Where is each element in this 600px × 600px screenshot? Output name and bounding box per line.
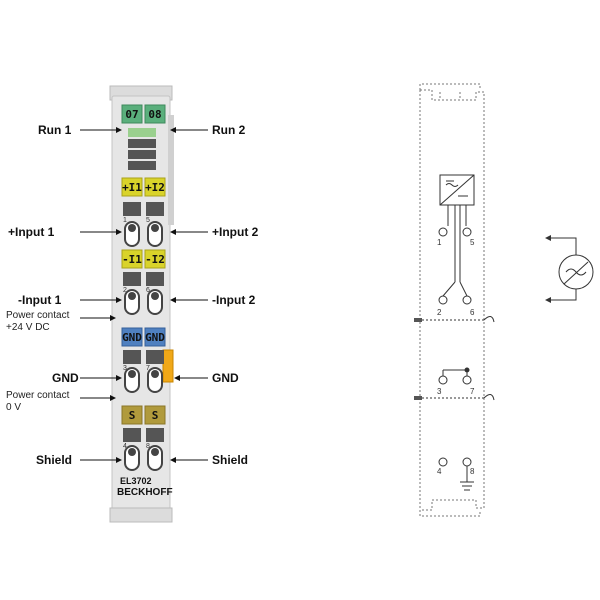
label-gnd-1 [121, 327, 143, 347]
plus-i2-text: +I2 [145, 181, 165, 194]
contact-pin-2 [123, 272, 141, 315]
bottom-clip [109, 507, 173, 523]
differential-input-symbol-icon [545, 235, 594, 303]
minus-i2-text: -I2 [145, 253, 165, 266]
status-slot [128, 161, 156, 170]
contact-pin-3 [123, 350, 141, 393]
schematic-pin-number: 8 [470, 467, 475, 476]
pin-number: 8 [146, 443, 150, 450]
pin-number: 1 [123, 217, 127, 224]
pin-number: 6 [146, 287, 150, 294]
label-gnd-right: GND [212, 371, 239, 385]
label-minus-i2 [144, 249, 166, 269]
schematic-pin-number: 7 [470, 387, 475, 396]
label-plus-input-1: +Input 1 [8, 225, 55, 239]
contact-pin-5 [146, 202, 164, 247]
led-08 [144, 104, 166, 124]
label-minus-input-2: -Input 2 [212, 293, 256, 307]
label-power-contact-24v: Power contact [6, 310, 70, 321]
schematic-pin-number: 2 [437, 308, 442, 317]
left-callouts [80, 127, 122, 463]
label-gnd-2 [144, 327, 166, 347]
led-07-label: 07 [125, 108, 138, 121]
pin-number: 4 [123, 443, 127, 450]
plus-i1-text: +I1 [122, 181, 142, 194]
schematic-pin-number: 4 [437, 467, 442, 476]
schematic-pin-number: 1 [437, 238, 442, 247]
label-plus-input-2: +Input 2 [212, 225, 259, 239]
label-power-0v: 0 V [6, 402, 21, 413]
pin-number: 2 [123, 287, 127, 294]
label-minus-input-1: -Input 1 [18, 293, 62, 307]
pin-number: 3 [123, 365, 127, 372]
label-gnd-left: GND [52, 371, 79, 385]
status-slot [128, 139, 156, 148]
status-led-slot [128, 128, 156, 137]
label-minus-i1 [121, 249, 143, 269]
contact-pin-7 [146, 350, 164, 393]
contact-pin-8 [146, 428, 164, 471]
brand-logo: BECKHOFF [117, 487, 173, 498]
power-contact-marker [162, 349, 174, 383]
s1-text: S [129, 409, 136, 422]
label-run-2: Run 2 [212, 123, 246, 137]
pin-number: 5 [146, 217, 150, 224]
side-rib [168, 115, 174, 225]
label-power-24v-dc: +24 V DC [6, 322, 50, 333]
label-plus-i2 [144, 177, 166, 197]
schematic-pin-number: 5 [470, 238, 475, 247]
terminal-module: 07 08 +I1 +I2 1 5 -I1 -I2 [109, 85, 174, 523]
label-run-1: Run 1 [38, 123, 72, 137]
contact-pin-4 [123, 428, 141, 471]
schematic-pin-number: 6 [470, 308, 475, 317]
minus-i1-text: -I1 [122, 253, 142, 266]
status-slot [128, 150, 156, 159]
gnd1-text: GND [122, 331, 142, 344]
gnd2-text: GND [145, 331, 165, 344]
s2-text: S [152, 409, 159, 422]
schematic-outline [419, 83, 485, 517]
led-08-label: 08 [148, 108, 161, 121]
schematic-pin-number: 3 [437, 387, 442, 396]
led-07 [121, 104, 143, 124]
right-callouts [170, 127, 208, 463]
label-plus-i1 [121, 177, 143, 197]
schematic-wiring [414, 205, 495, 491]
model-number: EL3702 [120, 476, 152, 486]
label-power-contact-0v: Power contact [6, 390, 70, 401]
label-shield-2 [144, 405, 166, 425]
converter-block [439, 174, 475, 226]
label-shield-left: Shield [36, 453, 72, 467]
label-shield-right: Shield [212, 453, 248, 467]
contact-pin-1 [123, 202, 141, 247]
contact-pin-6 [146, 272, 164, 315]
label-shield-1 [121, 405, 143, 425]
pin-number: 7 [146, 365, 150, 372]
